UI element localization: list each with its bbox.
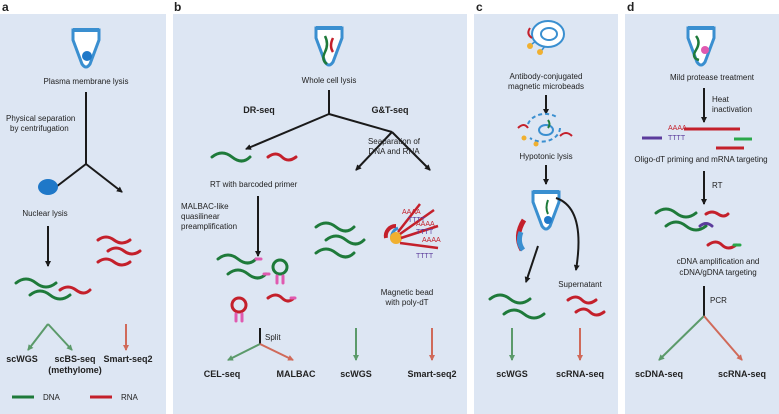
arrow-a-right-branch xyxy=(85,163,123,193)
split-label: Split xyxy=(265,333,281,342)
arrow-b-to-celseq xyxy=(227,343,261,361)
malbac-label-2: quasilinear xyxy=(181,212,220,221)
output-smart-seq2-b: Smart-seq2 xyxy=(407,369,456,379)
output-scrna-seq-c: scRNA-seq xyxy=(556,369,604,379)
magnetic-bead-label-2: with poly-dT xyxy=(384,298,428,307)
polya-label-d: AAAA xyxy=(668,125,687,132)
tube-icon xyxy=(71,28,101,69)
magnetic-bead-icon xyxy=(383,203,439,250)
panel-b-letter: b xyxy=(174,0,181,14)
arrow-a-to-scwgs xyxy=(27,323,49,351)
panel-a-letter: a xyxy=(2,0,9,14)
output-scbs-seq: scBS-seq xyxy=(54,354,95,364)
nuclear-lysis-label: Nuclear lysis xyxy=(22,209,67,218)
dr-seq-label: DR-seq xyxy=(243,105,275,115)
pcr-label: PCR xyxy=(710,296,727,305)
panel-d-letter: d xyxy=(627,0,634,14)
malbac-label-3: preamplification xyxy=(181,222,237,231)
panel-c-letter: c xyxy=(476,0,483,14)
polya-label-b-1: AAAA xyxy=(402,209,421,216)
polya-label-b-2: AAAA xyxy=(416,221,435,228)
output-cel-seq: CEL-seq xyxy=(204,369,241,379)
whole-cell-lysis-label: Whole cell lysis xyxy=(302,76,357,85)
arrow-d-to-scdna xyxy=(658,315,705,361)
gt-seq-label: G&T-seq xyxy=(371,105,408,115)
oligo-dt-icon xyxy=(642,127,752,150)
legend-dna-label: DNA xyxy=(43,393,61,402)
antibody-label-2: magnetic microbeads xyxy=(508,82,584,91)
cdna-amp-label-2: cDNA/gDNA targeting xyxy=(679,268,756,277)
cell-with-beads-icon xyxy=(527,20,565,55)
cdna-strands-d xyxy=(654,207,742,250)
oligo-dt-label: Oligo-dT priming and mRNA targeting xyxy=(634,155,767,164)
supernatant-label: Supernatant xyxy=(558,280,602,289)
inactivation-label: inactivation xyxy=(712,105,752,114)
nucleus-icon xyxy=(38,179,58,195)
plasma-membrane-lysis-label: Plasma membrane lysis xyxy=(44,77,129,86)
mild-protease-label: Mild protease treatment xyxy=(670,73,755,82)
rt-label-d: RT xyxy=(712,181,723,190)
legend-rna-label: RNA xyxy=(121,393,139,402)
output-scwgs-a: scWGS xyxy=(6,354,38,364)
heat-label: Heat xyxy=(712,95,730,104)
separation-label-1: Seaparation of xyxy=(368,137,421,146)
arrow-b-right-left xyxy=(355,131,393,171)
magnet-icon xyxy=(516,218,527,252)
arrow-d-to-scrna xyxy=(703,315,743,361)
panel-d-background xyxy=(625,14,779,414)
rna-strands-a xyxy=(96,235,142,267)
malbac-label-1: MALBAC-like xyxy=(181,202,229,211)
output-smart-seq2-a: Smart-seq2 xyxy=(103,354,152,364)
output-scwgs-b: scWGS xyxy=(340,369,372,379)
arrow-b-to-malbac xyxy=(259,343,294,361)
polyt-label-d: TTTT xyxy=(668,135,686,142)
legend: DNA RNA xyxy=(12,393,139,402)
physical-separation-label: Physical separation xyxy=(6,114,75,123)
output-scrna-seq-d: scRNA-seq xyxy=(718,369,766,379)
arrow-c-pellet xyxy=(524,245,539,283)
output-scdna-seq: scDNA-seq xyxy=(635,369,683,379)
tube-icon xyxy=(314,26,344,67)
strands-b-rt xyxy=(210,151,298,163)
arrow-b-right xyxy=(328,113,393,133)
lysed-cell-icon xyxy=(517,112,573,147)
arrow-b-right-right xyxy=(391,131,431,171)
dna-strands-c xyxy=(488,293,546,320)
polyt-label-b-2: TTTT xyxy=(416,229,434,236)
rt-barcoded-label: RT with barcoded primer xyxy=(210,180,298,189)
arrow-a-to-scbs xyxy=(47,323,73,351)
tube-icon xyxy=(686,26,716,67)
rna-strands-c xyxy=(566,295,606,317)
output-malbac: MALBAC xyxy=(277,369,316,379)
output-scwgs-c: scWGS xyxy=(496,369,528,379)
centrifugation-label: by centrifugation xyxy=(10,124,69,133)
polyt-label-b-1: TTTT xyxy=(408,217,426,224)
separation-label-2: DNA and RNA xyxy=(368,147,420,156)
arrow-b-left xyxy=(245,113,330,150)
tube-icon xyxy=(531,190,561,231)
cdna-amp-label-1: cDNA amplification and xyxy=(677,257,760,266)
hypotonic-lysis-label: Hypotonic lysis xyxy=(519,152,572,161)
magnetic-bead-label-1: Magnetic bead xyxy=(381,288,433,297)
polyt-label-b-3: TTTT xyxy=(416,253,434,260)
arrow-c-supernatant xyxy=(555,197,580,271)
panel-b-background xyxy=(173,14,467,414)
polya-label-b-3: AAAA xyxy=(422,237,441,244)
amplicons-b xyxy=(216,253,297,323)
output-methylome: (methylome) xyxy=(48,365,102,375)
dna-strands-b xyxy=(314,221,366,259)
dna-strands-a xyxy=(14,277,92,301)
antibody-label-1: Antibody-conjugated xyxy=(510,72,583,81)
